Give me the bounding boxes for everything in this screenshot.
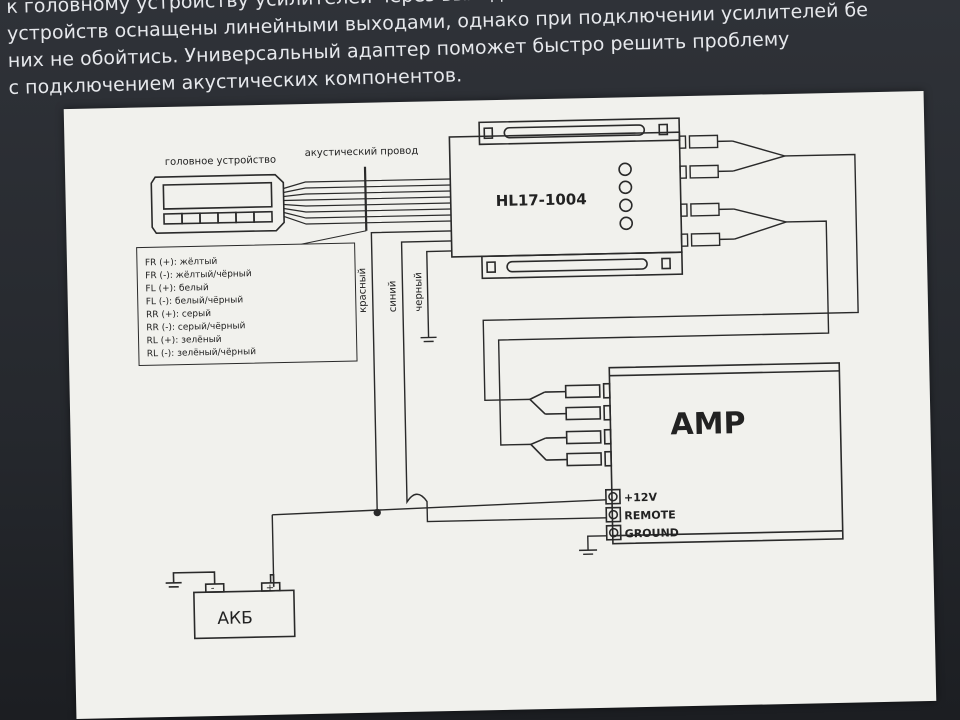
wire-legend: FR (+): жёлтый FR (-): жёлтый/чёрный FL … [136, 230, 367, 367]
adapter-model-label: HL17-1004 [496, 190, 587, 210]
legend-item-rl-minus: RL (-): зелёный/чёрный [147, 347, 257, 359]
battery-plus-label: + [266, 583, 275, 594]
amp-terminal-12v: +12V [624, 491, 658, 505]
amplifier: AMP +12V REMOTE GROUND [528, 362, 844, 545]
wire-blue-label: синий [387, 281, 399, 313]
head-unit-label: головное устройство [165, 155, 277, 168]
wiring-diagram-card: головное устройство акустический провод … [63, 91, 937, 719]
battery: - + АКБ [165, 571, 296, 640]
battery-label: АКБ [217, 608, 253, 629]
legend-item-fl-plus: FL (+): белый [145, 283, 209, 294]
legend-item-fr-minus: FR (-): жёлтый/чёрный [145, 269, 252, 281]
speaker-wire-bundle: акустический провод [283, 146, 452, 231]
wire-black-label: черный [413, 272, 425, 312]
legend-item-rr-minus: RR (-): серый/чёрный [146, 321, 245, 333]
head-unit: головное устройство [150, 155, 285, 234]
adapter-box: HL17-1004 [448, 117, 684, 280]
legend-item-rl-plus: RL (+): зелёный [146, 335, 221, 347]
amp-terminal-ground: GROUND [625, 526, 679, 540]
adapter-rca-outputs [482, 134, 859, 446]
battery-minus-label: - [211, 583, 215, 594]
legend-item-rr-plus: RR (+): серый [146, 309, 211, 320]
speaker-wire-label: акустический провод [305, 146, 419, 159]
wiring-diagram: головное устройство акустический провод … [136, 117, 859, 640]
amp-terminal-remote: REMOTE [624, 508, 676, 522]
amp-label: AMP [670, 406, 746, 443]
power-wires [271, 230, 607, 587]
legend-item-fl-minus: FL (-): белый/чёрный [146, 295, 244, 307]
wire-red-label: красный [357, 268, 369, 313]
legend-item-fr-plus: FR (+): жёлтый [145, 257, 218, 269]
